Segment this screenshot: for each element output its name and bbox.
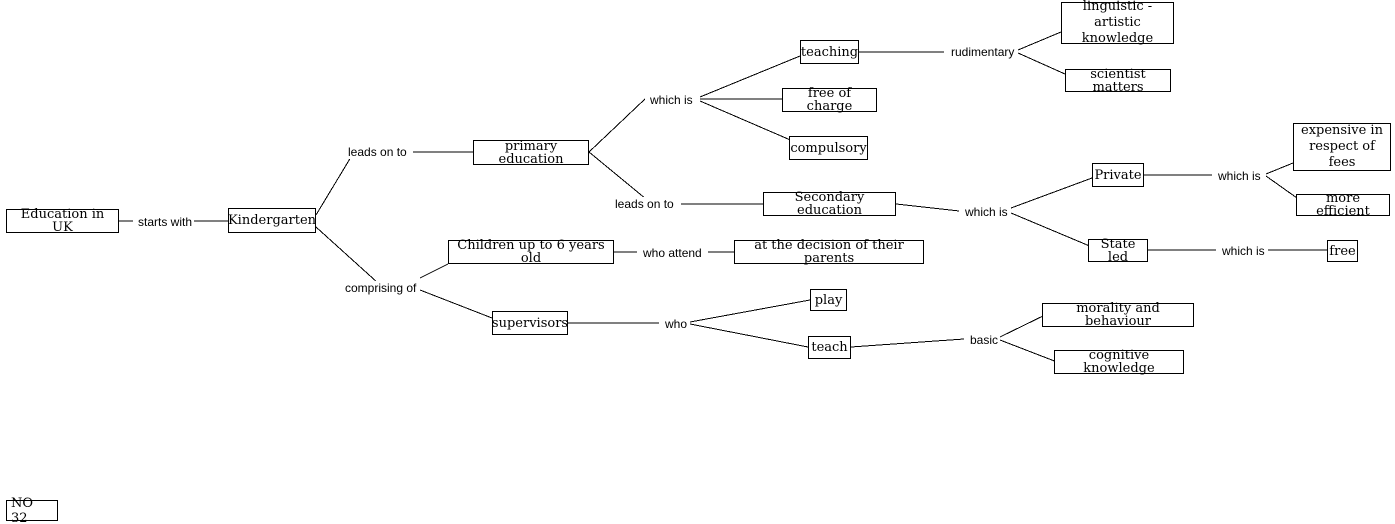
- edge-which-is-to-state-led: [1010, 212, 1093, 248]
- link-label-basic: basic: [968, 333, 1001, 347]
- link-label-which-is-secondary: which is: [963, 205, 1010, 219]
- node-scientist-matters[interactable]: scientist matters: [1065, 68, 1171, 94]
- edge-basic-to-morality: [999, 314, 1046, 338]
- node-linguistic-artistic[interactable]: linguistic - artistic knowledge: [1061, 0, 1174, 46]
- node-teaching[interactable]: teaching: [800, 40, 859, 64]
- link-label-which-is-private: which is: [1216, 169, 1263, 183]
- edge-which-is-to-more-efficient: [1265, 175, 1298, 199]
- link-label-rudimentary: rudimentary: [949, 45, 1017, 59]
- edge-which-is-to-expensive: [1265, 162, 1294, 175]
- node-morality-and-behaviour[interactable]: morality and behaviour: [1042, 302, 1194, 328]
- link-label-which-is-state-led: which is: [1220, 244, 1267, 258]
- node-primary-education[interactable]: primary education: [473, 140, 589, 166]
- corner-tag: NO 32: [6, 496, 58, 524]
- edge-basic-to-cognitive: [999, 339, 1058, 363]
- node-compulsory[interactable]: compulsory: [789, 136, 868, 160]
- link-label-leads-on-to-secondary: leads on to: [613, 197, 676, 211]
- edge-primary-to-which-is: [588, 98, 646, 153]
- edge-who-to-teach: [689, 323, 809, 348]
- link-label-starts-with: starts with: [136, 215, 195, 229]
- node-free[interactable]: free: [1327, 240, 1358, 262]
- edge-teach-to-basic: [850, 338, 965, 348]
- edge-comprising-of-to-supervisors: [419, 289, 493, 319]
- link-label-comprising-of: comprising of: [343, 281, 419, 295]
- link-label-who: who: [663, 317, 690, 331]
- node-secondary-education[interactable]: Secondary education: [763, 191, 896, 217]
- node-decision-of-parents[interactable]: at the decision of their parents: [734, 239, 924, 265]
- node-teach[interactable]: teach: [808, 336, 851, 359]
- edge-which-is-to-private: [1010, 177, 1093, 209]
- edge-primary-to-leads-on-to-secondary: [588, 151, 647, 200]
- link-label-who-attend: who attend: [641, 246, 704, 260]
- node-expensive-in-fees[interactable]: expensive in respect of fees: [1293, 123, 1391, 171]
- node-supervisors[interactable]: supervisors: [492, 311, 568, 335]
- edge-who-to-play: [689, 299, 811, 323]
- node-education-in-uk[interactable]: Education in UK: [6, 208, 119, 234]
- link-label-which-is-primary: which is: [648, 93, 695, 107]
- edge-secondary-to-which-is: [895, 203, 960, 212]
- node-kindergarten[interactable]: Kindergarten: [228, 208, 316, 233]
- edge-comprising-of-to-children: [419, 263, 449, 279]
- edge-rudimentary-to-scientist-matters: [1017, 52, 1066, 75]
- edge-rudimentary-to-linguistic: [1017, 31, 1062, 51]
- edge-kindergarten-to-leads-on-to: [315, 156, 352, 216]
- edge-which-is-to-compulsory: [699, 100, 796, 143]
- node-private[interactable]: Private: [1092, 163, 1144, 187]
- node-children-up-to-6[interactable]: Children up to 6 years old: [448, 239, 614, 265]
- node-cognitive-knowledge[interactable]: cognitive knowledge: [1054, 349, 1184, 375]
- edge-kindergarten-to-comprising-of: [315, 226, 379, 284]
- node-free-of-charge[interactable]: free of charge: [782, 87, 877, 113]
- node-play[interactable]: play: [810, 289, 847, 311]
- link-label-leads-on-to-primary: leads on to: [346, 145, 409, 159]
- node-more-efficient[interactable]: more efficient: [1296, 192, 1390, 218]
- node-state-led[interactable]: State led: [1088, 238, 1148, 264]
